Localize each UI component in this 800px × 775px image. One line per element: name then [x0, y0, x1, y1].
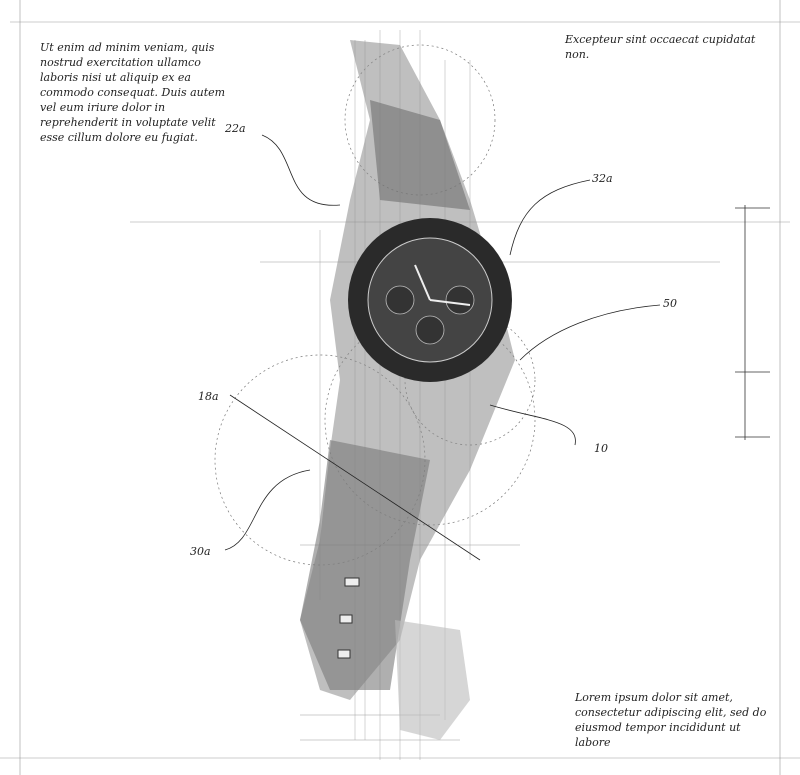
label-30a: 30a — [190, 545, 211, 558]
note-top-right: Excepteur sint occaecat cupidatat non. — [565, 33, 756, 61]
dimension-scale — [735, 205, 770, 440]
leader-lines — [224, 134, 661, 561]
label-18a: 18a — [198, 390, 219, 403]
note-bottom-right: Lorem ipsum dolor sit amet, consectetur … — [575, 691, 767, 749]
label-10: 10 — [594, 442, 608, 455]
note-top-left: Ut enim ad minim veniam, quis nostrud ex… — [40, 41, 226, 144]
label-50: 50 — [663, 297, 677, 310]
label-22a: 22a — [225, 122, 246, 135]
watch-illustration — [300, 40, 515, 740]
label-32a: 32a — [592, 172, 613, 185]
